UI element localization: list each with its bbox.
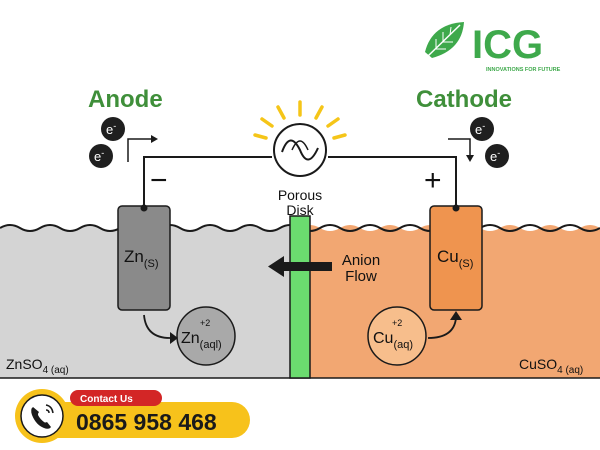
light-bulb-icon [253, 100, 347, 177]
cu-ion-label: Cu(aq) [373, 330, 413, 351]
znso4-label: ZnSO4 (aq) [6, 356, 69, 376]
anion-flow-arrow [268, 256, 332, 277]
zn-ion-charge: +2 [200, 318, 210, 328]
cuso4-label: CuSO4 (aq) [519, 356, 583, 376]
zinc-terminal [140, 204, 148, 212]
phone-number[interactable]: 0865 958 468 [76, 409, 217, 435]
electron-flow-arrow-right [448, 138, 474, 162]
external-wire [143, 156, 457, 210]
anion-label-line2: Flow [345, 268, 377, 285]
zn-ion-label: Zn(aql) [181, 330, 222, 351]
electron-left-bottom: e- [89, 144, 113, 168]
copper-reduction-arrow [427, 311, 462, 339]
leaf-logo-icon [425, 22, 464, 58]
contact-tag [70, 390, 162, 406]
cu-ion-charge: +2 [392, 318, 402, 328]
anode-heading: Anode [88, 86, 163, 113]
phone-pill [38, 402, 250, 438]
electron-flow-arrow-left [127, 135, 158, 162]
electron-right-bottom: e- [485, 144, 509, 168]
electron-right-top: e- [470, 117, 494, 141]
porous-label-line1: Porous [278, 187, 322, 203]
zinc-oxidation-arrow [143, 314, 178, 344]
electron-left-top: e- [101, 117, 125, 141]
zinc-ion [176, 306, 236, 366]
copper-ion [367, 306, 427, 366]
cathode-heading: Cathode [416, 86, 512, 113]
contact-label: Contact Us [80, 394, 133, 405]
phone-icon [15, 389, 69, 443]
brand-tagline: INNOVATIONS FOR FUTURE [486, 67, 561, 73]
contact-banner[interactable]: Contact Us 0865 958 468 [15, 389, 250, 443]
zn-electrode-label: Zn(S) [124, 247, 159, 270]
porous-label-line2: Disk [286, 202, 314, 218]
svg-text:e-: e- [106, 121, 116, 137]
negative-terminal-sign: − [150, 164, 168, 197]
svg-text:e-: e- [490, 148, 500, 164]
brand-name: ICG [472, 23, 543, 67]
svg-text:e-: e- [94, 148, 104, 164]
copper-terminal [452, 204, 460, 212]
anion-label-line1: Anion [342, 252, 380, 269]
porous-disk [289, 215, 311, 379]
positive-terminal-sign: + [424, 164, 442, 197]
icg-logo: ICG INNOVATIONS FOR FUTURE [425, 22, 561, 73]
svg-text:e-: e- [475, 121, 485, 137]
cu-electrode-label: Cu(S) [437, 247, 473, 270]
